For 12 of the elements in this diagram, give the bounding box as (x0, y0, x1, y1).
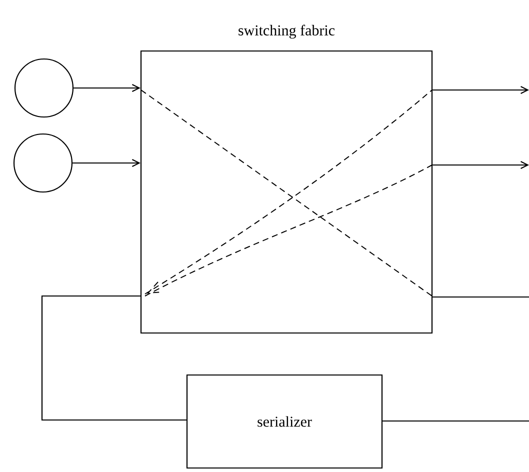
arrow (72, 159, 140, 167)
arrow (432, 86, 529, 94)
process-box: serializer (186, 374, 383, 469)
arrow (432, 161, 529, 169)
input-circle (13, 133, 73, 193)
connector-line (432, 296, 529, 298)
node-label: switching fabric (238, 24, 335, 39)
arrow (74, 84, 140, 92)
input-circle (14, 58, 74, 118)
fabric-box: switching fabric (140, 24, 433, 334)
connector-line (41, 295, 186, 421)
connector-line (382, 420, 529, 422)
